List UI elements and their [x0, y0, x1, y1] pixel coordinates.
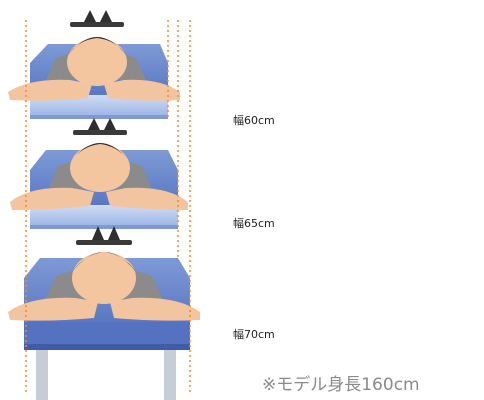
table-side-60 [30, 95, 168, 115]
table-65cm [10, 118, 188, 229]
arm-left [8, 79, 92, 101]
model-height-note: ※モデル身長160cm [262, 375, 420, 395]
table-70cm [8, 226, 200, 400]
width-label-70: 幅70cm [233, 328, 275, 341]
table-side-65 [30, 205, 178, 225]
head [67, 38, 127, 86]
table-60cm [8, 10, 180, 119]
table-leg [36, 350, 48, 400]
hair [67, 37, 127, 56]
width-label-60: 幅60cm [233, 114, 275, 127]
width-label-65: 幅65cm [233, 217, 275, 230]
arm-right [104, 79, 180, 101]
table-leg [164, 350, 176, 400]
width-guide-lines [25, 20, 191, 395]
table-side-70 [24, 322, 190, 344]
